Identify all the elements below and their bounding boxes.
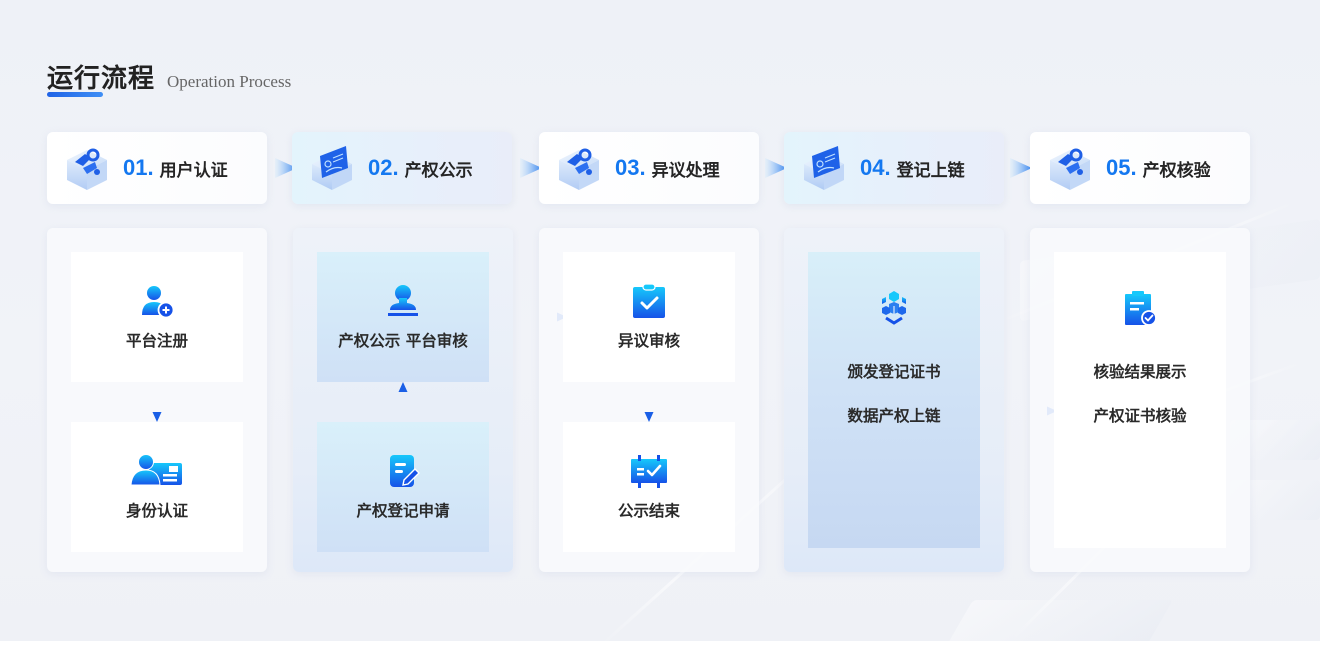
column-objection-handling: 异议审核 公示结束 (539, 228, 759, 572)
flow-box-label: 颁发登记证书 (847, 363, 941, 381)
blockchain-icon (882, 291, 906, 325)
step-number: 05. (1106, 155, 1137, 180)
clipboard-verified-icon (1125, 291, 1157, 326)
flow-box-objection-review[interactable]: 异议审核 (563, 252, 735, 382)
edit-document-icon (390, 455, 420, 487)
step-arrow-icon (765, 158, 787, 178)
column-property-verification: 核验结果展示 产权证书核验 (1030, 228, 1250, 572)
flow-box-register-application[interactable]: 产权登记申请 (317, 422, 489, 552)
flow-box-label: 数据产权上链 (847, 407, 941, 425)
bottom-strip (0, 641, 1320, 645)
arrow-down-icon (152, 382, 162, 422)
step-property-publicity[interactable]: 02. 产权公示 (292, 132, 512, 204)
column-register-onchain: 颁发登记证书 数据产权上链 (784, 228, 1004, 572)
user-auth-cube-icon (67, 148, 107, 190)
stamp-icon (388, 285, 418, 316)
flow-box-label: 产权登记申请 (356, 502, 450, 520)
step-number: 01. (123, 155, 154, 180)
document-cube-icon (804, 146, 844, 190)
user-auth-cube-icon (559, 148, 599, 190)
flow-box-label: 产权证书核验 (1093, 407, 1187, 425)
step-user-auth[interactable]: 01. 用户认证 (47, 132, 267, 204)
process-steps: 01. 用户认证 02. 产权公示 03. 异议处理 (47, 132, 1250, 204)
step-number: 03. (615, 155, 646, 180)
step-register-onchain[interactable]: 04. 登记上链 (784, 132, 1004, 204)
flow-box-label: 平台注册 (125, 332, 188, 350)
flow-box-label: 产权公示 平台审核 (338, 332, 468, 350)
step-objection-handling[interactable]: 03. 异议处理 (539, 132, 759, 204)
page-subtitle: Operation Process (167, 72, 292, 91)
step-arrow-icon (275, 158, 297, 178)
page-title: 运行流程 (47, 58, 156, 97)
document-cube-icon (312, 146, 352, 190)
page-title-text: 运行流程 (47, 64, 156, 94)
user-auth-cube-icon (1050, 148, 1090, 190)
flow-box-label: 身份认证 (125, 502, 188, 520)
flow-box-label: 异议审核 (617, 332, 680, 350)
flow-box-certificate-onchain[interactable]: 颁发登记证书 数据产权上链 (808, 252, 980, 548)
flow-box-identity-auth[interactable]: 身份认证 (71, 422, 243, 552)
flow-box-label: 核验结果展示 (1093, 363, 1187, 381)
step-label: 产权核验 (1142, 160, 1211, 181)
column-user-auth: 平台注册 身份认证 (47, 228, 267, 572)
flow-box-verification-result[interactable]: 核验结果展示 产权证书核验 (1054, 252, 1226, 548)
step-number: 02. (368, 155, 399, 180)
arrow-down-icon (644, 382, 654, 422)
clipboard-check-icon (633, 283, 665, 318)
step-label: 异议处理 (651, 160, 720, 181)
id-card-icon (131, 454, 182, 486)
step-label: 登记上链 (896, 160, 965, 181)
column-property-publicity: 产权公示 平台审核 产权登记申请 (293, 228, 513, 572)
arrow-up-icon (398, 382, 408, 422)
step-arrow-icon (520, 158, 542, 178)
flow-box-platform-register[interactable]: 平台注册 (71, 252, 243, 382)
user-add-icon (142, 286, 175, 319)
section-header: 运行流程 Operation Process (47, 58, 292, 97)
step-label: 产权公示 (404, 160, 473, 181)
step-property-verification[interactable]: 05. 产权核验 (1030, 132, 1250, 204)
flow-box-label: 公示结束 (617, 502, 680, 520)
flow-box-publicity-end[interactable]: 公示结束 (563, 422, 735, 552)
flow-box-platform-review[interactable]: 产权公示 平台审核 (317, 252, 489, 382)
step-label: 用户认证 (159, 160, 228, 181)
title-underline (47, 92, 103, 97)
step-arrow-icon (1010, 158, 1032, 178)
calendar-check-icon (631, 455, 667, 488)
step-number: 04. (860, 155, 891, 180)
